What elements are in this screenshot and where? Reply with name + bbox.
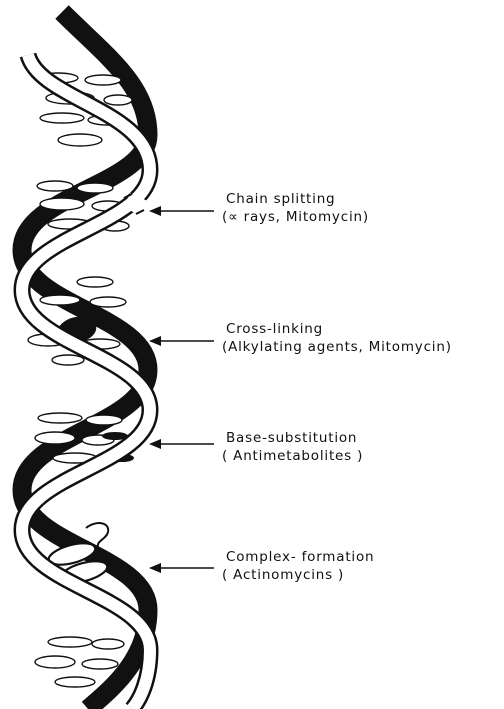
base-pair: [40, 198, 84, 210]
base-pair: [92, 639, 124, 649]
label-chain-splitting-title: Chain splitting: [226, 191, 335, 207]
base-pair: [35, 656, 75, 668]
label-base-substitution-title: Base-substitution: [226, 430, 357, 446]
base-pair: [52, 355, 84, 365]
label-complex-formation-title: Complex- formation: [226, 549, 374, 565]
arrowhead-complex-formation: [149, 563, 161, 573]
base-pair: [48, 637, 92, 647]
label-base-substitution-agents: ( Antimetabolites ): [222, 448, 363, 464]
arrowhead-cross-linking: [149, 336, 161, 346]
base-pair: [35, 432, 75, 444]
base-pair: [77, 277, 113, 287]
arrowhead-base-substitution: [149, 439, 161, 449]
arrowhead-chain-splitting: [149, 206, 161, 216]
annotation-arrows: [149, 206, 214, 573]
base-pair: [77, 183, 113, 193]
base-pair: [37, 181, 73, 191]
base-pair: [40, 295, 80, 305]
annotation-labels: Chain splitting (∝ rays, Mitomycin) Cros…: [222, 191, 452, 583]
label-cross-linking-agents: (Alkylating agents, Mitomycin): [222, 339, 452, 355]
label-chain-splitting-agents: (∝ rays, Mitomycin): [222, 209, 369, 225]
label-cross-linking-title: Cross-linking: [226, 321, 323, 337]
base-pair: [90, 297, 126, 307]
base-pair: [40, 113, 84, 123]
base-pair: [38, 413, 82, 423]
base-pair: [85, 75, 121, 85]
base-pair: [58, 134, 102, 146]
base-pair: [55, 677, 95, 687]
base-pair: [82, 659, 118, 669]
label-complex-formation-agents: ( Actinomycins ): [222, 567, 344, 583]
base-pair: [86, 415, 122, 425]
base-pair: [104, 95, 132, 105]
dna-double-helix-illustration: [22, 12, 150, 709]
